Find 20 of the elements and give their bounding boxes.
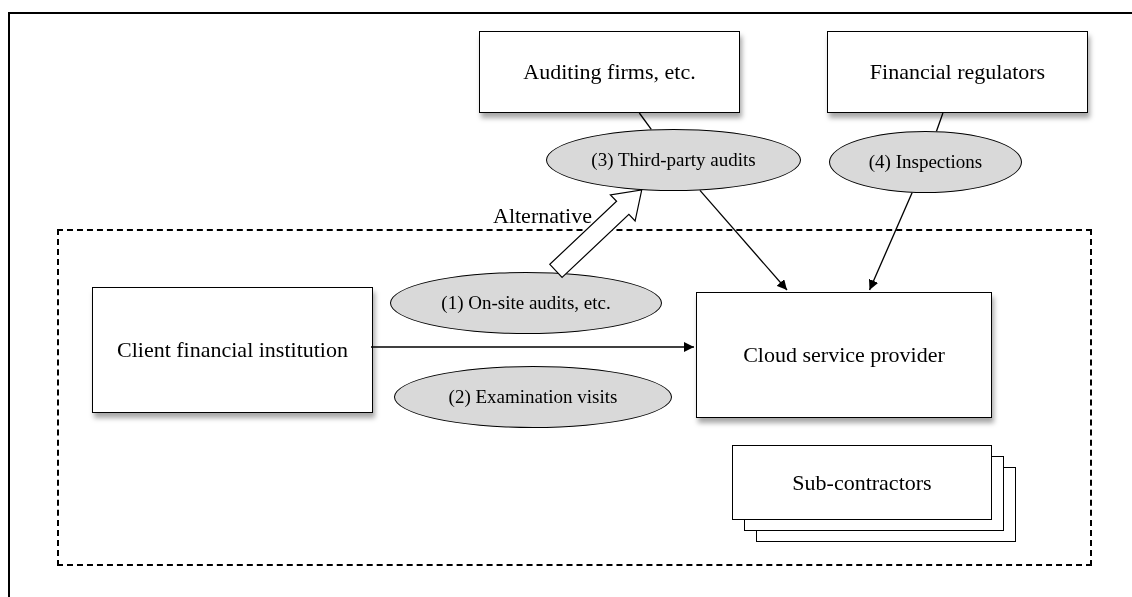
process-box — [827, 31, 1088, 113]
node-text: (4) Inspections — [868, 149, 983, 174]
node-text: Auditing firms, etc. — [523, 57, 696, 86]
block-arrow — [548, 189, 643, 279]
arrow — [699, 189, 788, 291]
node-text: Client financial institution — [117, 335, 348, 364]
node-text: (2) Examination visits — [448, 384, 618, 409]
process-box — [92, 287, 373, 413]
arrow — [868, 192, 913, 291]
process-box — [696, 292, 992, 418]
node-text: (3) Third-party audits — [591, 147, 756, 172]
process-box — [479, 31, 740, 113]
node-text: Sub-contractors — [792, 469, 932, 497]
connector-line — [638, 112, 652, 131]
group-heading: Alternative — [493, 202, 592, 230]
node-text: Financial regulators — [869, 57, 1046, 86]
node-text: (1) On-site audits, etc. — [441, 290, 611, 315]
connector-line — [935, 112, 944, 132]
arrow — [370, 342, 695, 352]
node-text: Cloud service provider — [743, 340, 945, 369]
